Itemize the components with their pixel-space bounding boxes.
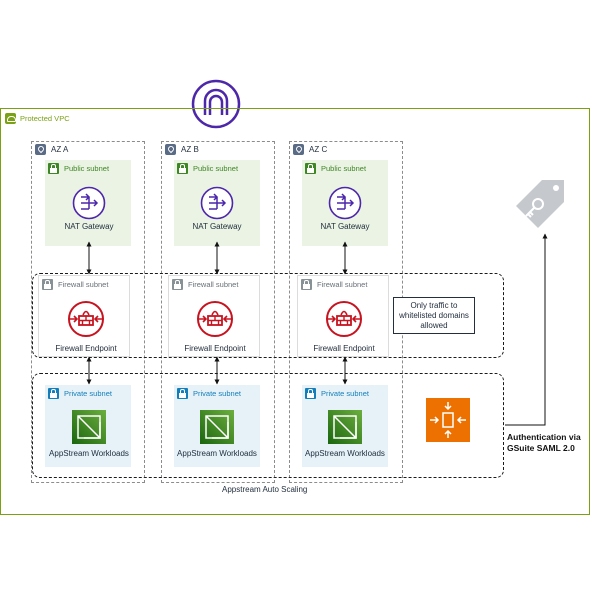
lock-icon (48, 163, 59, 174)
az-c-label: AZ C (293, 144, 327, 155)
az-b (161, 141, 275, 483)
appstream-label: AppStream Workloads (305, 449, 385, 458)
lock-icon (305, 163, 316, 174)
whitelist-note: Only traffic to whitelisted domains allo… (393, 297, 475, 334)
nat-gateway-label: NAT Gateway (320, 222, 370, 231)
lock-icon (172, 279, 183, 290)
nat-gateway-icon (72, 186, 106, 220)
appstream-label: AppStream Workloads (49, 449, 129, 458)
lock-icon (42, 279, 53, 290)
az-a (31, 141, 145, 483)
az-a-label: AZ A (35, 144, 68, 155)
appstream-icon (328, 410, 362, 444)
autoscaling-group (32, 373, 504, 478)
nat-gateway-label: NAT Gateway (192, 222, 242, 231)
firewall-group (32, 273, 504, 358)
auth-label: Authentication via GSuite SAML 2.0 (507, 432, 581, 453)
cloud-icon (5, 113, 16, 124)
appstream-icon (72, 410, 106, 444)
nat-gateway-icon (328, 186, 362, 220)
firewall-endpoint-label: Firewall Endpoint (313, 344, 375, 353)
connector-auth (505, 233, 548, 426)
lock-icon (177, 388, 188, 399)
vpc-label: Protected VPC (5, 113, 70, 124)
autoscaling-label: Appstream Auto Scaling (222, 485, 308, 494)
vpc-container (0, 108, 590, 515)
firewall-endpoint-icon (68, 301, 104, 337)
key-tag-icon (516, 180, 564, 228)
nat-gateway-label: NAT Gateway (64, 222, 114, 231)
lock-icon (301, 279, 312, 290)
public-subnet-c: Public subnet (302, 160, 388, 246)
location-icon (165, 144, 176, 155)
appstream-icon (200, 410, 234, 444)
location-icon (35, 144, 46, 155)
lock-icon (305, 388, 316, 399)
firewall-endpoint-icon (197, 301, 233, 337)
nat-gateway-icon (200, 186, 234, 220)
appstream-label: AppStream Workloads (177, 449, 257, 458)
firewall-endpoint-icon (326, 301, 362, 337)
internet-gateway-icon (191, 79, 241, 129)
firewall-endpoint-label: Firewall Endpoint (55, 344, 117, 353)
location-icon (293, 144, 304, 155)
az-b-label: AZ B (165, 144, 199, 155)
lock-icon (48, 388, 59, 399)
auto-scaling-icon (426, 398, 470, 442)
lock-icon (177, 163, 188, 174)
firewall-endpoint-label: Firewall Endpoint (184, 344, 246, 353)
